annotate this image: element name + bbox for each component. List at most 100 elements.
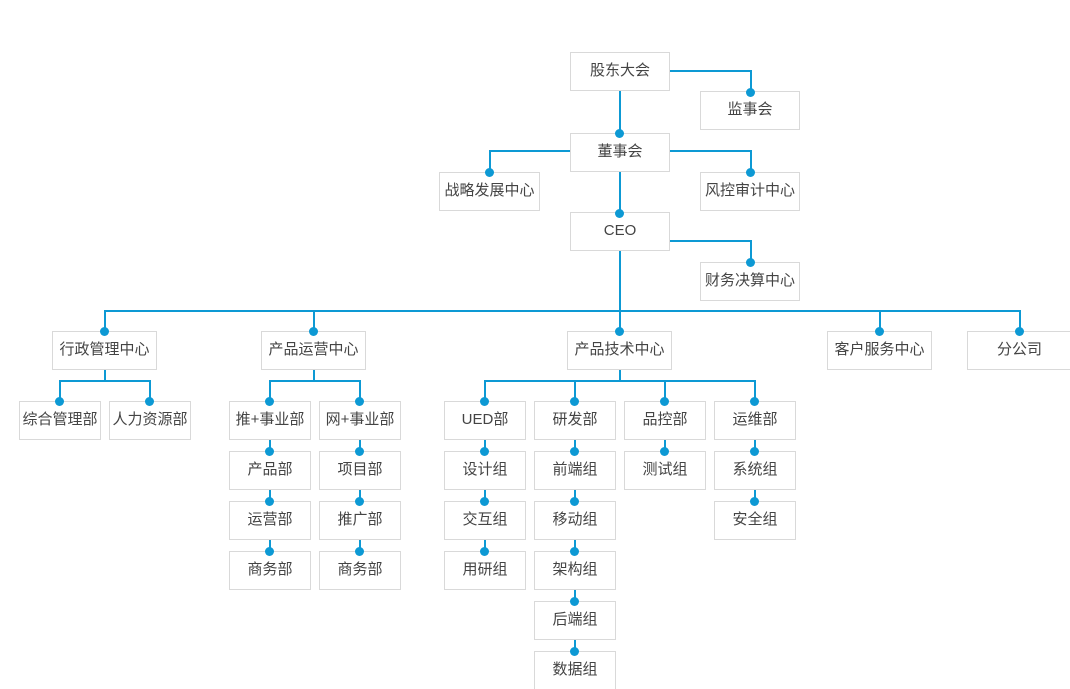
node-test-group[interactable]: 测试组 bbox=[624, 451, 706, 490]
connector-dot-supervisory bbox=[746, 88, 755, 97]
node-system-group[interactable]: 系统组 bbox=[714, 451, 796, 490]
node-label: 风控审计中心 bbox=[704, 182, 795, 200]
node-general-management-dept[interactable]: 综合管理部 bbox=[19, 401, 101, 440]
connector-dot-prodops bbox=[309, 327, 318, 336]
node-label: 人力资源部 bbox=[112, 411, 188, 429]
edge-drop-branch bbox=[1019, 310, 1021, 331]
connector-dot-biz-dept-1 bbox=[265, 547, 274, 556]
edge-board-riskaudit-v bbox=[750, 150, 752, 172]
node-architecture-group[interactable]: 架构组 bbox=[534, 551, 616, 590]
node-label: CEO bbox=[603, 222, 637, 240]
connector-dot-product-dept bbox=[265, 447, 274, 456]
node-finance-settlement-center[interactable]: 财务决算中心 bbox=[700, 262, 800, 301]
edge-prodops-fan-bar bbox=[269, 380, 360, 382]
edge-board-ceo bbox=[619, 172, 621, 213]
connector-dot-general-mgmt bbox=[55, 397, 64, 406]
connector-dot-ued bbox=[480, 397, 489, 406]
node-product-dept[interactable]: 产品部 bbox=[229, 451, 311, 490]
node-promotion-dept[interactable]: 推广部 bbox=[319, 501, 401, 540]
node-mobile-group[interactable]: 移动组 bbox=[534, 501, 616, 540]
connector-dot-hr bbox=[145, 397, 154, 406]
node-branch-company[interactable]: 分公司 bbox=[967, 331, 1070, 370]
connector-dot-admin bbox=[100, 327, 109, 336]
edge-board-strategy-h bbox=[490, 150, 570, 152]
node-wang-plus-business-unit[interactable]: 网+事业部 bbox=[319, 401, 401, 440]
connector-dot-board bbox=[615, 129, 624, 138]
edge-promo-to-biz-dept-2 bbox=[359, 540, 361, 551]
edge-prodtech-to-devops bbox=[754, 380, 756, 401]
node-operations-maintenance-dept[interactable]: 运维部 bbox=[714, 401, 796, 440]
node-label: 产品技术中心 bbox=[574, 341, 665, 359]
node-label: 数据组 bbox=[552, 661, 598, 679]
connector-dot-branch bbox=[1015, 327, 1024, 336]
node-business-dept-left[interactable]: 商务部 bbox=[229, 551, 311, 590]
edge-drop-prodops bbox=[313, 310, 315, 331]
node-label: 运维部 bbox=[732, 411, 778, 429]
node-rd-dept[interactable]: 研发部 bbox=[534, 401, 616, 440]
node-product-operations-center[interactable]: 产品运营中心 bbox=[261, 331, 366, 370]
node-label: 客户服务中心 bbox=[834, 341, 925, 359]
node-supervisory-board[interactable]: 监事会 bbox=[700, 91, 800, 130]
node-frontend-group[interactable]: 前端组 bbox=[534, 451, 616, 490]
node-customer-service-center[interactable]: 客户服务中心 bbox=[827, 331, 932, 370]
node-label: 设计组 bbox=[462, 461, 508, 479]
node-user-research-group[interactable]: 用研组 bbox=[444, 551, 526, 590]
edge-prodtech-to-ued bbox=[484, 380, 486, 401]
node-label: 测试组 bbox=[642, 461, 688, 479]
node-business-dept-right[interactable]: 商务部 bbox=[319, 551, 401, 590]
edge-board-strategy-v bbox=[489, 150, 491, 172]
connector-dot-system-group bbox=[750, 447, 759, 456]
node-shareholders-meeting[interactable]: 股东大会 bbox=[570, 52, 670, 91]
node-label: 安全组 bbox=[732, 511, 778, 529]
node-label: 项目部 bbox=[337, 461, 383, 479]
edge-prodtech-to-qa bbox=[664, 380, 666, 401]
node-security-group[interactable]: 安全组 bbox=[714, 501, 796, 540]
connector-dot-strategy bbox=[485, 168, 494, 177]
node-board-of-directors[interactable]: 董事会 bbox=[570, 133, 670, 172]
node-operations-dept[interactable]: 运营部 bbox=[229, 501, 311, 540]
edge-ops-to-biz-dept-1 bbox=[269, 540, 271, 551]
node-label: 财务决算中心 bbox=[704, 272, 795, 290]
edge-project-to-promo-dept bbox=[359, 490, 361, 501]
node-interaction-group[interactable]: 交互组 bbox=[444, 501, 526, 540]
connector-dot-project-dept bbox=[355, 447, 364, 456]
node-ued-dept[interactable]: UED部 bbox=[444, 401, 526, 440]
edge-tui-to-product-dept bbox=[269, 440, 271, 451]
node-project-dept[interactable]: 项目部 bbox=[319, 451, 401, 490]
edge-level3-distribution-bar bbox=[104, 310, 1021, 312]
edge-ceo-finance-h bbox=[670, 240, 752, 242]
node-data-group[interactable]: 数据组 bbox=[534, 651, 616, 689]
edge-prodops-to-wang bbox=[359, 380, 361, 401]
node-label: UED部 bbox=[461, 411, 509, 429]
node-strategy-development-center[interactable]: 战略发展中心 bbox=[439, 172, 540, 211]
node-human-resources-dept[interactable]: 人力资源部 bbox=[109, 401, 191, 440]
connector-dot-riskaudit bbox=[746, 168, 755, 177]
connector-dot-data-group bbox=[570, 647, 579, 656]
edge-admin-fan-bar bbox=[59, 380, 150, 382]
edge-admin-to-general-mgmt bbox=[59, 380, 61, 401]
node-tui-plus-business-unit[interactable]: 推+事业部 bbox=[229, 401, 311, 440]
connector-dot-customer bbox=[875, 327, 884, 336]
connector-dot-tui-bu bbox=[265, 397, 274, 406]
node-design-group[interactable]: 设计组 bbox=[444, 451, 526, 490]
node-backend-group[interactable]: 后端组 bbox=[534, 601, 616, 640]
edge-shareholders-supervisory-v bbox=[750, 70, 752, 92]
edge-admin-stem bbox=[104, 370, 106, 381]
node-risk-audit-center[interactable]: 风控审计中心 bbox=[700, 172, 800, 211]
edge-drop-admin bbox=[104, 310, 106, 331]
node-label: 架构组 bbox=[552, 561, 598, 579]
edge-backend-to-data bbox=[574, 640, 576, 651]
edge-design-to-interaction bbox=[484, 490, 486, 501]
node-label: 运营部 bbox=[247, 511, 293, 529]
node-label: 研发部 bbox=[552, 411, 598, 429]
node-label: 网+事业部 bbox=[325, 411, 395, 429]
node-product-technology-center[interactable]: 产品技术中心 bbox=[567, 331, 672, 370]
edge-drop-customer bbox=[879, 310, 881, 331]
connector-dot-promo-dept bbox=[355, 497, 364, 506]
node-label: 推广部 bbox=[337, 511, 383, 529]
node-administration-center[interactable]: 行政管理中心 bbox=[52, 331, 157, 370]
edge-arch-to-backend bbox=[574, 590, 576, 601]
node-label: 战略发展中心 bbox=[444, 182, 535, 200]
node-quality-control-dept[interactable]: 品控部 bbox=[624, 401, 706, 440]
